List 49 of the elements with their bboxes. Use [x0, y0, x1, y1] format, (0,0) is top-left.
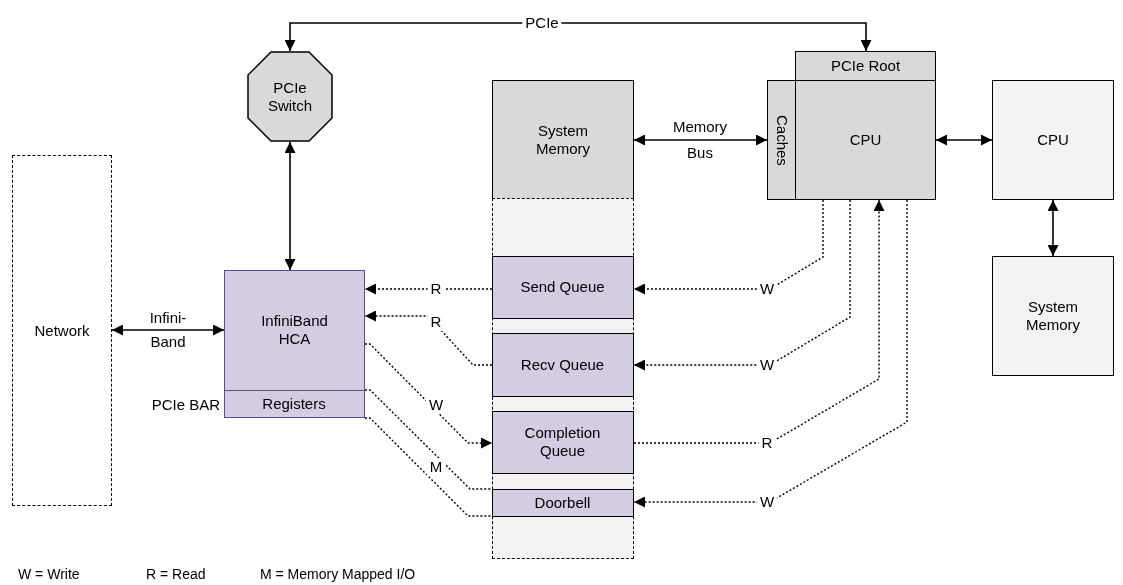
connector-arrow	[284, 141, 296, 271]
node-label: CPU	[1037, 131, 1069, 149]
side-label: PCIe BAR	[151, 395, 220, 413]
cpu-box	[992, 80, 1114, 200]
legend-note: M = Memory Mapped I/O	[260, 566, 416, 582]
node-label: Doorbell	[534, 493, 591, 512]
node-label: Recv Queue	[520, 355, 605, 374]
edge-label: M	[426, 458, 446, 476]
edge-label: R	[427, 313, 445, 331]
connector-arrow	[633, 199, 908, 508]
node-label: CPU	[849, 131, 882, 149]
node-label: Registers	[262, 394, 326, 413]
connector-arrow	[633, 199, 851, 371]
node-label: Network	[34, 321, 90, 340]
connector-arrow	[364, 283, 493, 295]
doorbell-box	[491, 488, 634, 517]
node-label: System Memory	[1024, 298, 1082, 334]
connector-arrow	[1047, 199, 1059, 257]
queue-box	[491, 332, 634, 397]
connector-arrow	[364, 310, 493, 366]
network-region	[12, 155, 112, 506]
memory-box	[492, 80, 634, 199]
node-label: System Memory	[534, 121, 592, 158]
connector-arrow	[633, 199, 885, 444]
legend-note: W = Write	[18, 566, 80, 582]
node-label: InfiniBand HCA	[260, 312, 329, 348]
memory-region	[492, 198, 634, 559]
pcie-root-box	[795, 51, 936, 81]
connector-arrow	[111, 324, 225, 336]
connector-arrow	[633, 199, 824, 295]
node-label: Completion Queue	[523, 424, 602, 460]
connector-arrow	[633, 134, 768, 146]
node-label: PCIe Root	[830, 57, 901, 75]
switch-octagon	[247, 51, 333, 142]
connector-arrow	[935, 134, 993, 146]
node-label: Send Queue	[520, 278, 605, 296]
legend-note: R = Read	[146, 566, 206, 582]
caches-box	[767, 80, 796, 200]
memory-box	[992, 256, 1114, 376]
queue-box	[491, 410, 634, 474]
queue-box	[491, 255, 634, 319]
hca-box	[224, 270, 365, 418]
edge-label: Infini- Band	[148, 308, 188, 352]
connector-arrow	[364, 343, 493, 449]
cpu-box	[795, 80, 936, 200]
vertical-label: Caches	[772, 114, 791, 166]
connector-arrow	[284, 22, 872, 52]
edge-label: Memory Bus	[671, 117, 729, 163]
node-label: PCIe Switch	[266, 78, 314, 115]
